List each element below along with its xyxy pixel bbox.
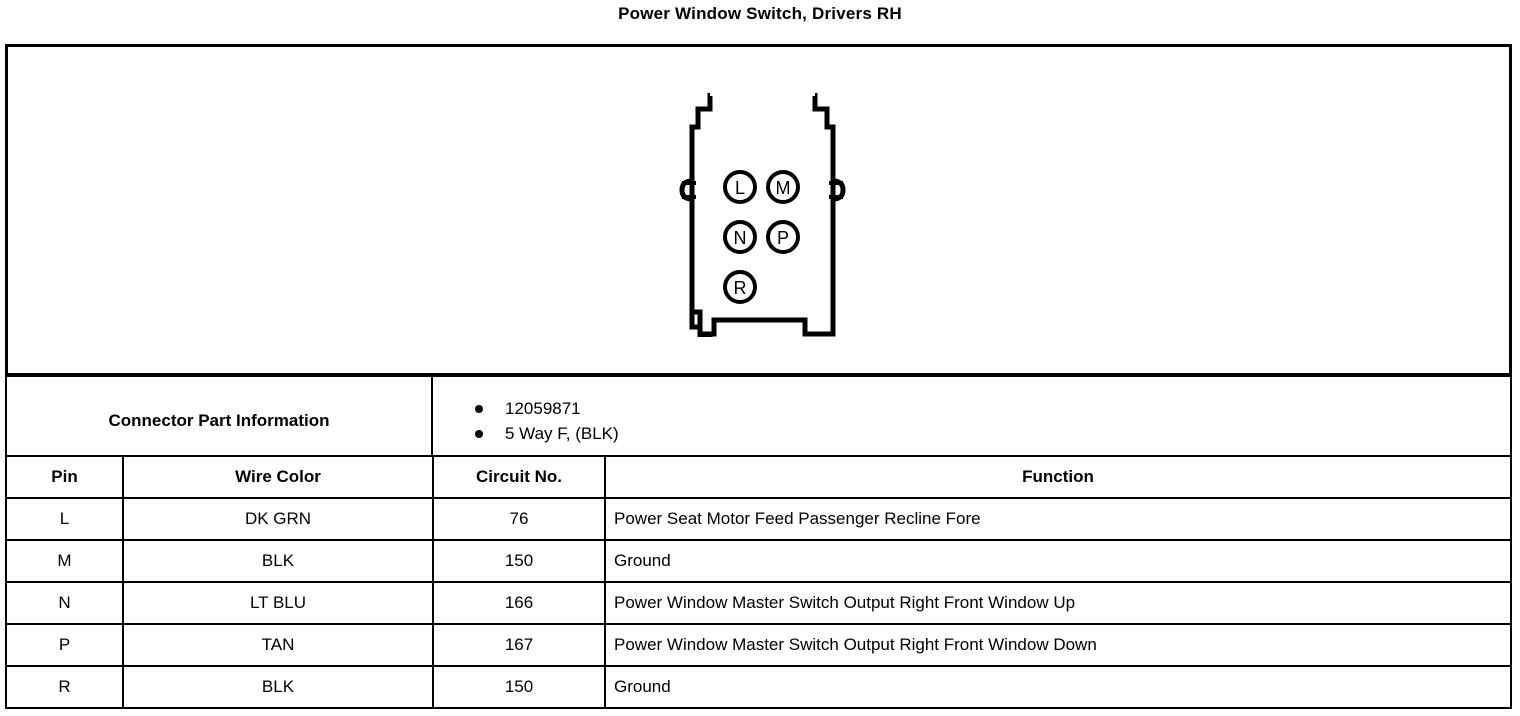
pin-cavity-label-M: M — [776, 178, 791, 198]
cell-circuit-no: 150 — [432, 665, 606, 709]
connector-part-information-table: Connector Part Information 12059871 5 Wa… — [5, 375, 1512, 467]
pin-cavity-label-P: P — [777, 228, 789, 248]
connector-part-information-label: Connector Part Information — [5, 375, 433, 467]
cell-pin: N — [5, 581, 124, 625]
page-title: Power Window Switch, Drivers RH — [618, 4, 902, 23]
cell-function: Ground — [604, 665, 1512, 709]
pin-cavity-M: M — [766, 170, 800, 204]
latch-tab-right-icon — [829, 175, 846, 205]
pin-cavity-L: L — [723, 170, 757, 204]
cell-circuit-no: 167 — [432, 623, 606, 667]
column-header-wire-color: Wire Color — [122, 455, 434, 499]
cell-function: Power Window Master Switch Output Right … — [604, 623, 1512, 667]
table-row: M BLK 150 Ground — [5, 539, 1512, 583]
cell-pin: M — [5, 539, 124, 583]
connector-illustration-panel: L M N P R — [5, 44, 1512, 375]
cell-function: Power Window Master Switch Output Right … — [604, 581, 1512, 625]
column-header-circuit-no: Circuit No. — [432, 455, 606, 499]
connector-body-shape — [689, 93, 836, 337]
table-row: P TAN 167 Power Window Master Switch Out… — [5, 623, 1512, 667]
cell-wire-color: TAN — [122, 623, 434, 667]
pin-cavity-label-L: L — [735, 178, 745, 198]
cell-function: Ground — [604, 539, 1512, 583]
cell-wire-color: BLK — [122, 665, 434, 709]
connector-part-information-list: 12059871 5 Way F, (BLK) — [471, 396, 1510, 446]
cell-circuit-no: 166 — [432, 581, 606, 625]
pin-assignment-table: Pin Wire Color Circuit No. Function L DK… — [5, 455, 1512, 709]
cell-pin: L — [5, 497, 124, 541]
connector-diagram: L M N P R — [670, 87, 855, 342]
table-row: R BLK 150 Ground — [5, 665, 1512, 709]
cell-function: Power Seat Motor Feed Passenger Recline … — [604, 497, 1512, 541]
pin-table-header-row: Pin Wire Color Circuit No. Function — [5, 455, 1512, 499]
table-row: N LT BLU 166 Power Window Master Switch … — [5, 581, 1512, 625]
connector-outline-svg: L M N P R — [679, 90, 846, 342]
table-row: L DK GRN 76 Power Seat Motor Feed Passen… — [5, 497, 1512, 541]
latch-tab-left-icon — [679, 175, 696, 205]
column-header-function: Function — [604, 455, 1512, 499]
cell-wire-color: LT BLU — [122, 581, 434, 625]
pin-cavity-R: R — [723, 270, 757, 304]
pin-cavity-label-N: N — [734, 228, 747, 248]
cell-pin: R — [5, 665, 124, 709]
pin-cavity-label-R: R — [734, 278, 747, 298]
column-header-pin: Pin — [5, 455, 124, 499]
connector-part-information-values: 12059871 5 Way F, (BLK) — [431, 375, 1512, 467]
cell-circuit-no: 150 — [432, 539, 606, 583]
connector-part-number: 12059871 — [471, 396, 1510, 421]
cell-pin: P — [5, 623, 124, 667]
pin-cavity-P: P — [766, 220, 800, 254]
cell-circuit-no: 76 — [432, 497, 606, 541]
cell-wire-color: DK GRN — [122, 497, 434, 541]
connector-part-information-row: Connector Part Information 12059871 5 Wa… — [5, 375, 1512, 467]
pin-cavity-N: N — [723, 220, 757, 254]
cell-wire-color: BLK — [122, 539, 434, 583]
connector-way-description: 5 Way F, (BLK) — [471, 421, 1510, 446]
